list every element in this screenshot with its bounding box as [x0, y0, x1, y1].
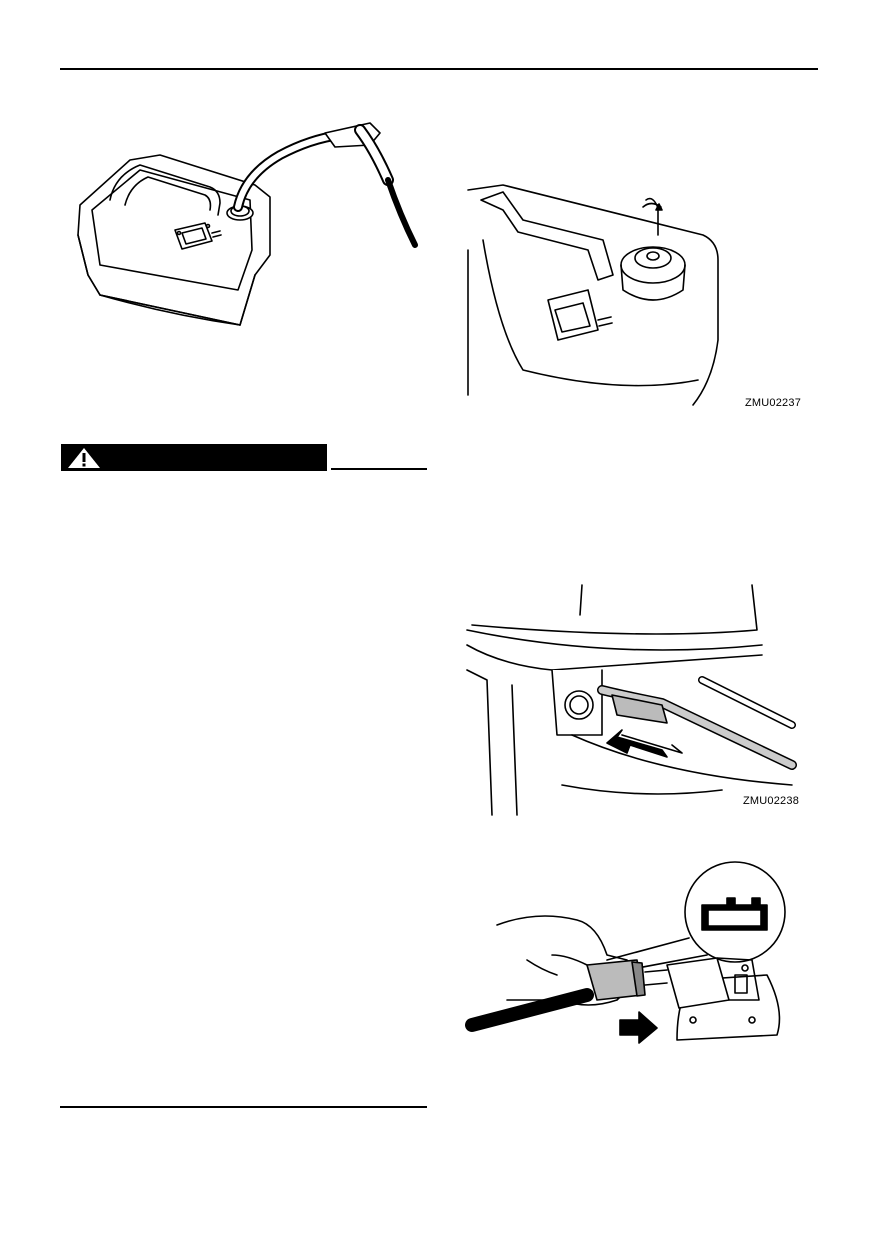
- header-rule: [60, 68, 818, 70]
- fuel-tank-filling-illustration: [77, 122, 418, 326]
- footer-rule: [60, 1106, 427, 1108]
- warning-rule: [331, 468, 427, 470]
- warning-triangle-icon: [68, 448, 100, 468]
- figure-code: ZMU02237: [745, 397, 802, 409]
- figure-code: ZMU02238: [743, 795, 800, 807]
- engine-fuel-connector-illustration: [466, 584, 797, 816]
- fuel-cap-illustration: [467, 184, 719, 406]
- hand-connector-illustration: [465, 861, 786, 1044]
- warning-banner: [61, 444, 327, 471]
